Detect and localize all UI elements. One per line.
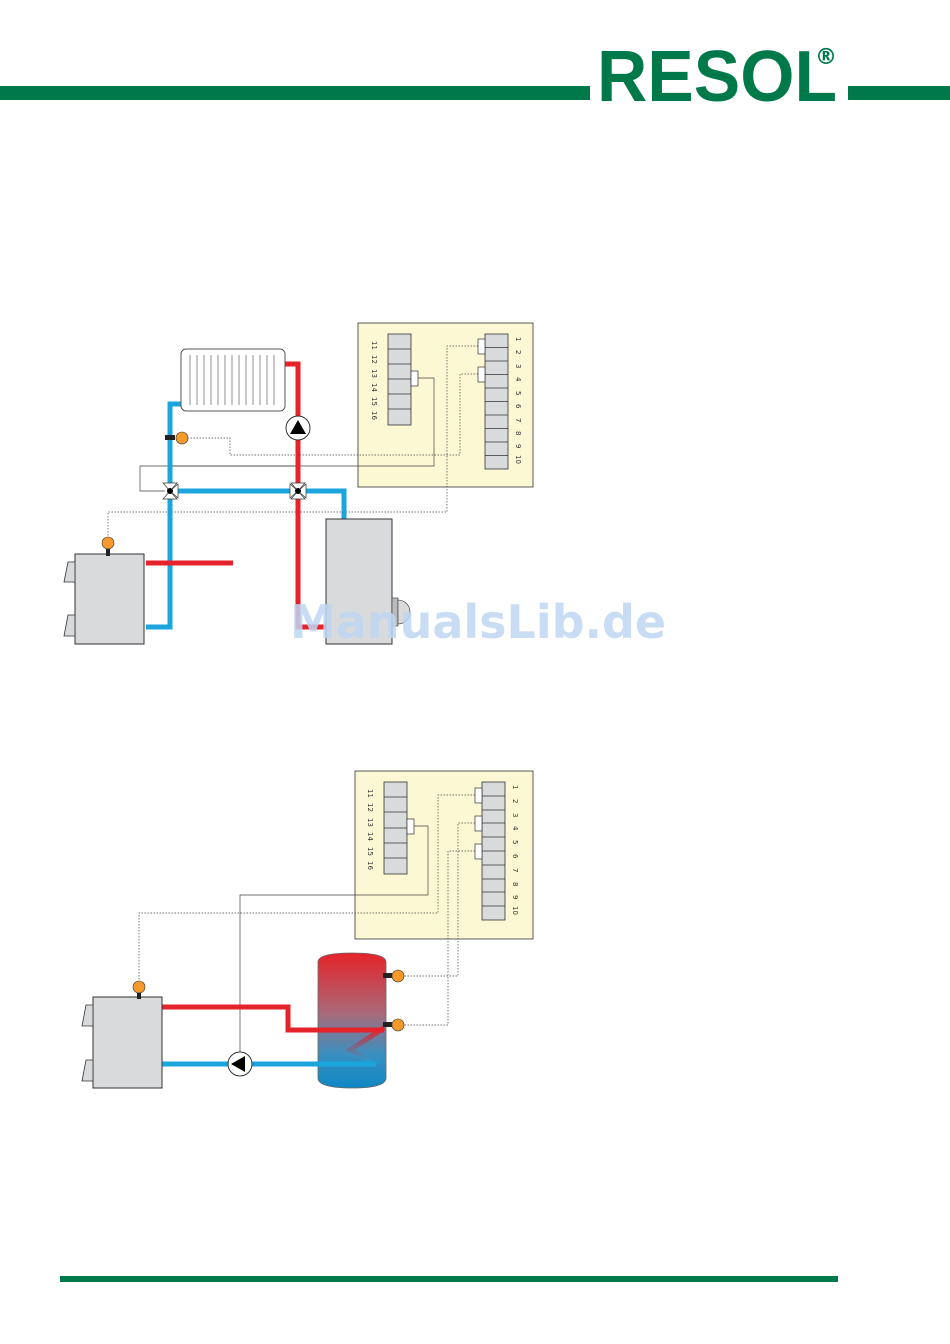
controller-1-label-7: 7 — [514, 418, 522, 422]
controller-1-label-10: 10 — [514, 455, 522, 464]
boiler-1-sensor-icon — [102, 537, 114, 549]
controller-1-label-11: 11 — [370, 341, 378, 350]
controller-2-label-1: 1 — [511, 785, 519, 789]
radiator-icon — [181, 349, 285, 411]
controller-2-label-11: 11 — [366, 789, 374, 798]
registered-mark: ® — [815, 45, 837, 70]
controller-2-label-4: 4 — [511, 826, 519, 831]
controller-1-label-3: 3 — [514, 364, 522, 368]
controller-1-label-12: 12 — [370, 355, 378, 364]
header-bar-right — [848, 86, 950, 100]
controller-1-left-block — [388, 334, 411, 425]
boiler-2-sensor-icon — [133, 981, 145, 993]
controller-2-left-block — [384, 782, 407, 874]
controller-2-label-12: 12 — [366, 803, 374, 812]
watermark: ManualsLib.de — [290, 595, 666, 649]
three-way-valve-1-icon — [163, 483, 178, 499]
solid-fuel-boiler-1-icon — [64, 537, 144, 644]
controller-1-label-9: 9 — [514, 444, 522, 448]
controller-1-label-15: 15 — [370, 397, 378, 406]
controller-2: 11 12 13 14 15 16 10 9 8 7 6 5 4 3 2 1 — [355, 771, 533, 939]
three-way-valve-2-icon — [290, 483, 306, 499]
solid-fuel-boiler-2-icon — [82, 981, 162, 1088]
controller-1-label-5: 5 — [514, 391, 522, 395]
controller-1-label-1: 1 — [514, 337, 522, 341]
controller-2-right-block — [482, 782, 505, 920]
controller-1-label-8: 8 — [514, 431, 522, 435]
controller-1-label-6: 6 — [514, 404, 522, 409]
footer-bar — [60, 1276, 838, 1282]
header: RESOL ® — [0, 37, 950, 117]
controller-2-label-9: 9 — [511, 895, 519, 899]
controller-2-label-7: 7 — [511, 868, 519, 872]
diagram-2: 11 12 13 14 15 16 10 9 8 7 6 5 4 3 2 1 — [82, 771, 533, 1088]
controller-1: 11 12 13 14 15 16 10 9 8 7 6 5 4 3 2 1 — [358, 323, 533, 487]
controller-2-label-3: 3 — [511, 813, 519, 817]
pipe-cold-header — [170, 491, 344, 519]
controller-1-label-4: 4 — [514, 377, 522, 382]
controller-1-label-13: 13 — [370, 369, 378, 378]
controller-2-label-5: 5 — [511, 840, 519, 844]
controller-2-label-15: 15 — [366, 847, 374, 856]
controller-1-right-block — [485, 334, 508, 469]
header-bar-left — [0, 86, 590, 100]
storage-tank-icon — [318, 953, 386, 1088]
controller-1-label-2: 2 — [514, 350, 522, 354]
pump-icon — [286, 416, 310, 440]
brand-logo: RESOL — [597, 37, 837, 117]
pipe-hot-radiator-flow — [285, 364, 298, 416]
controller-2-label-10: 10 — [511, 906, 519, 915]
controller-1-label-14: 14 — [370, 383, 378, 392]
controller-1-label-16: 16 — [370, 411, 378, 420]
controller-2-label-6: 6 — [511, 854, 519, 859]
controller-2-label-2: 2 — [511, 799, 519, 803]
controller-2-label-8: 8 — [511, 882, 519, 886]
controller-2-label-14: 14 — [366, 832, 374, 841]
pump-2-icon — [228, 1052, 252, 1076]
controller-2-label-13: 13 — [366, 818, 374, 827]
controller-2-body — [355, 771, 533, 939]
controller-2-label-16: 16 — [366, 861, 374, 870]
